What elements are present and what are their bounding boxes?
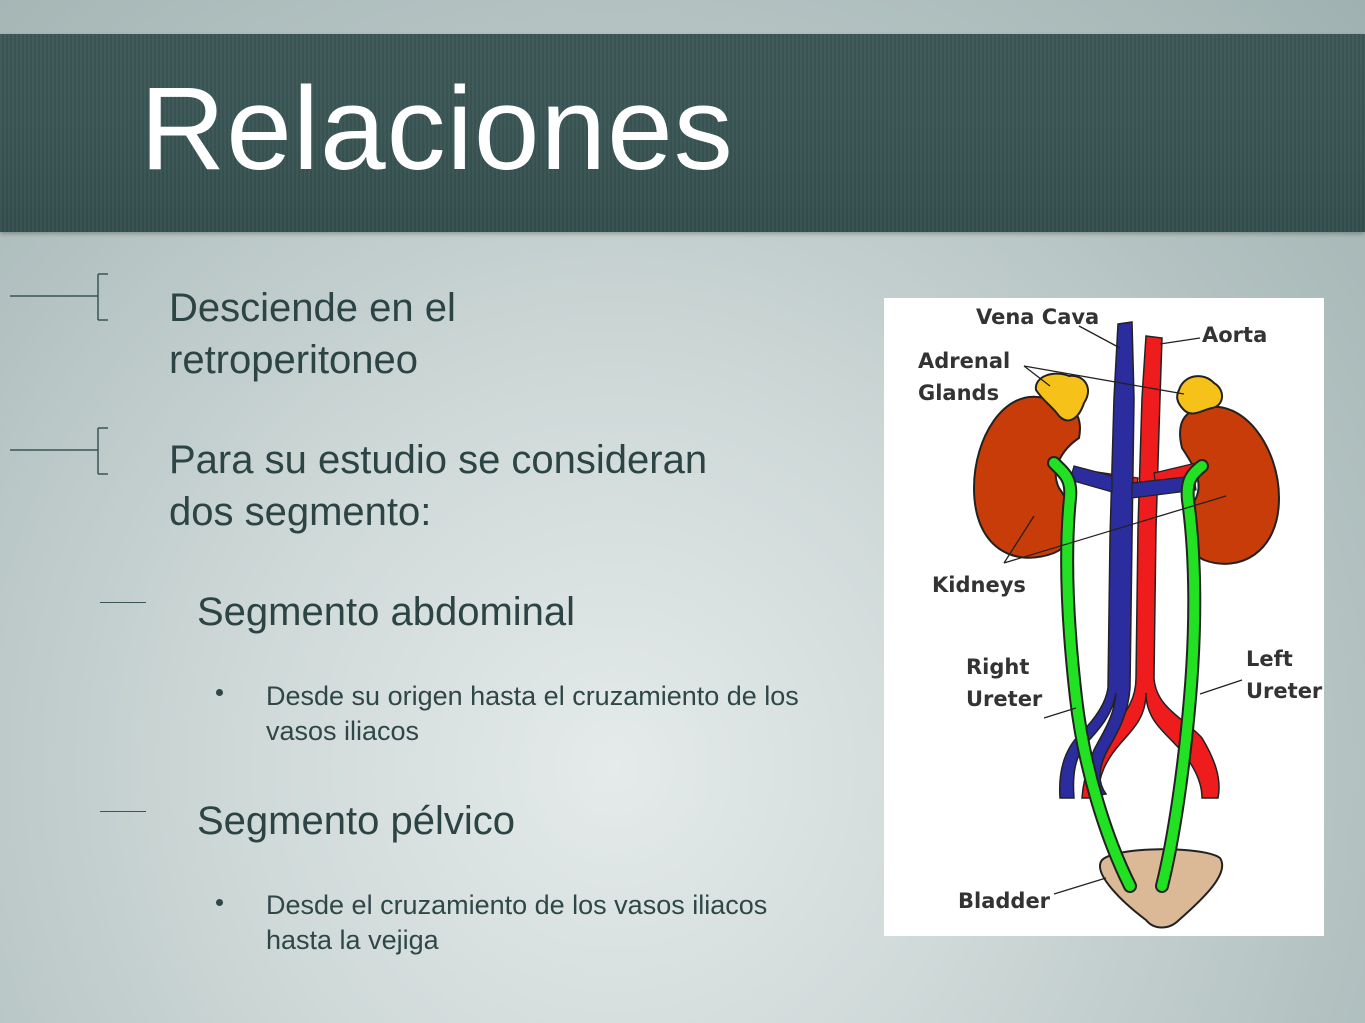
bullet-marker <box>10 427 108 475</box>
sub-bullet-marker <box>100 602 146 603</box>
title-band-texture <box>0 34 1365 232</box>
label-left-ureter-line1: Left <box>1246 647 1293 671</box>
segment-pelvic-detail: Desde el cruzamiento de los vasos iliaco… <box>266 890 768 956</box>
label-adrenal-line2: Glands <box>918 381 999 405</box>
label-bladder: Bladder <box>958 889 1051 913</box>
label-adrenal-line1: Adrenal <box>918 349 1010 373</box>
bullet-descends: Desciende en el retroperitoneo <box>169 286 456 382</box>
bullet-segments: Para su estudio se consideran dos segmen… <box>169 438 708 534</box>
left-renal-vein <box>1131 475 1197 499</box>
vena-cava <box>1058 321 1135 799</box>
segment-abdominal-detail: Desde su origen hasta el cruzamiento de … <box>266 681 799 747</box>
left-adrenal-gland <box>1176 375 1223 415</box>
label-vena-cava: Vena Cava <box>976 305 1099 329</box>
urinary-system-illustration: Vena Cava Aorta Adrenal Glands Kidneys R… <box>918 305 1323 929</box>
label-left-ureter-line2: Ureter <box>1246 679 1323 703</box>
label-aorta: Aorta <box>1202 323 1267 347</box>
urinary-system-diagram: Vena Cava Aorta Adrenal Glands Kidneys R… <box>884 298 1324 936</box>
segment-abdominal-heading: Segmento abdominal <box>197 590 576 634</box>
label-right-ureter-line1: Right <box>966 655 1029 679</box>
left-kidney <box>1179 405 1281 565</box>
detail-bullet-dot <box>216 899 223 906</box>
label-right-ureter-line2: Ureter <box>966 687 1043 711</box>
label-kidneys: Kidneys <box>932 573 1026 597</box>
bullet-marker <box>10 273 108 321</box>
title-band <box>0 34 1365 232</box>
sub-bullet-marker <box>100 811 146 812</box>
detail-bullet-dot <box>216 689 223 696</box>
slide-title: Relaciones <box>140 63 734 195</box>
segment-pelvic-heading: Segmento pélvico <box>197 799 515 843</box>
